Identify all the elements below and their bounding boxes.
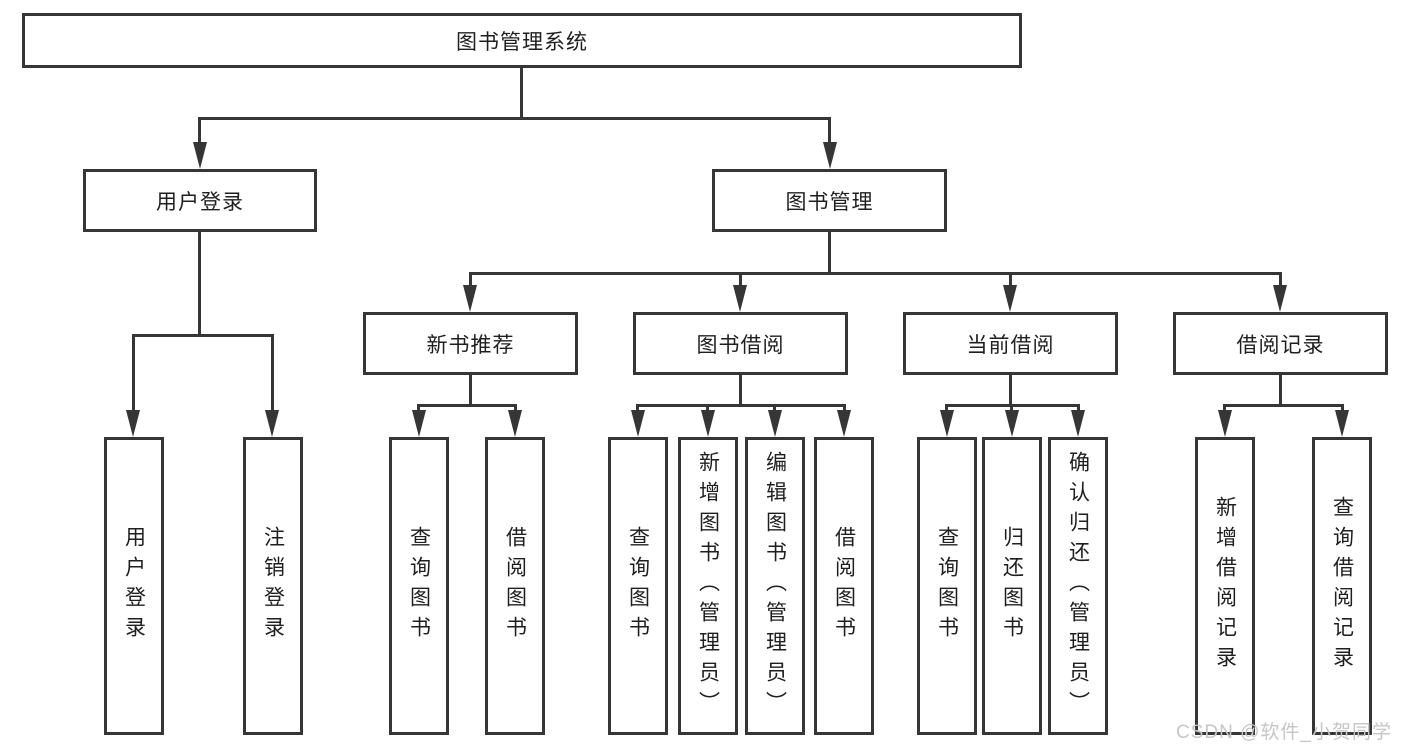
connector-line — [1077, 404, 1080, 412]
connector-line — [1223, 404, 1344, 407]
connector-line — [469, 272, 472, 288]
node-new-book-recommend: 新书推荐 — [363, 312, 578, 375]
connector-line — [706, 404, 709, 412]
connector-line — [417, 404, 420, 412]
arrow-down-icon — [768, 410, 782, 437]
connector-line — [198, 231, 201, 337]
node-book-borrowing: 图书借阅 — [633, 312, 848, 375]
leaf-return-book: 归还图书 — [982, 437, 1042, 735]
arrow-down-icon — [508, 410, 522, 437]
leaf-borrow-book-recommend: 借阅图书 — [485, 437, 545, 735]
connector-line — [1341, 404, 1344, 412]
connector-line — [945, 404, 948, 412]
connector-line — [773, 404, 776, 412]
connector-line — [1009, 272, 1012, 288]
leaf-query-book-current: 查询图书 — [917, 437, 977, 735]
connector-line — [739, 374, 742, 407]
arrow-down-icon — [837, 410, 851, 437]
arrow-down-icon — [701, 410, 715, 437]
arrow-down-icon — [1003, 285, 1017, 312]
leaf-query-borrow-record: 查询借阅记录 — [1312, 437, 1372, 735]
node-library-system: 图书管理系统 — [22, 13, 1022, 68]
arrow-down-icon — [631, 410, 645, 437]
arrow-down-icon — [193, 142, 207, 169]
arrow-down-icon — [126, 410, 140, 437]
arrow-down-icon — [1071, 410, 1085, 437]
connector-line — [417, 404, 517, 407]
connector-line — [520, 68, 523, 120]
connector-line — [739, 272, 742, 288]
connector-line — [636, 404, 639, 412]
connector-line — [636, 404, 846, 407]
connector-line — [271, 334, 274, 412]
connector-line — [1279, 272, 1282, 288]
connector-line — [198, 117, 831, 120]
connector-line — [469, 374, 472, 407]
connector-line — [1279, 374, 1282, 407]
leaf-query-book-recommend: 查询图书 — [389, 437, 449, 735]
connector-line — [828, 231, 831, 274]
arrow-down-icon — [940, 410, 954, 437]
leaf-query-book-borrow: 查询图书 — [608, 437, 668, 735]
connector-line — [843, 404, 846, 412]
node-user-login: 用户登录 — [83, 169, 317, 232]
arrow-down-icon — [412, 410, 426, 437]
connector-line — [469, 272, 1282, 275]
leaf-add-borrow-record: 新增借阅记录 — [1195, 437, 1255, 735]
node-borrowing-records: 借阅记录 — [1173, 312, 1388, 375]
connector-line — [514, 404, 517, 412]
arrow-down-icon — [1335, 410, 1349, 437]
leaf-user-login: 用户登录 — [104, 437, 164, 735]
node-current-borrowing: 当前借阅 — [903, 312, 1118, 375]
node-book-management: 图书管理 — [712, 169, 947, 232]
arrow-down-icon — [1218, 410, 1232, 437]
arrow-down-icon — [1273, 285, 1287, 312]
leaf-confirm-return-admin: 确认归还（管理员） — [1048, 437, 1108, 735]
leaf-borrow-book: 借阅图书 — [814, 437, 874, 735]
watermark: CSDN @软件_小贺同学 — [1176, 722, 1392, 743]
connector-line — [198, 117, 201, 145]
arrow-down-icon — [733, 285, 747, 312]
connector-line — [1223, 404, 1226, 412]
connector-line — [1010, 404, 1013, 412]
connector-line — [132, 334, 135, 412]
connector-line — [828, 117, 831, 145]
arrow-down-icon — [463, 285, 477, 312]
arrow-down-icon — [823, 142, 837, 169]
leaf-edit-book-admin: 编辑图书（管理员） — [745, 437, 805, 735]
connector-line — [132, 334, 274, 337]
connector-line — [1009, 374, 1012, 407]
leaf-add-book-admin: 新增图书（管理员） — [678, 437, 738, 735]
leaf-logout-login: 注销登录 — [243, 437, 303, 735]
arrow-down-icon — [1005, 410, 1019, 437]
arrow-down-icon — [265, 410, 279, 437]
